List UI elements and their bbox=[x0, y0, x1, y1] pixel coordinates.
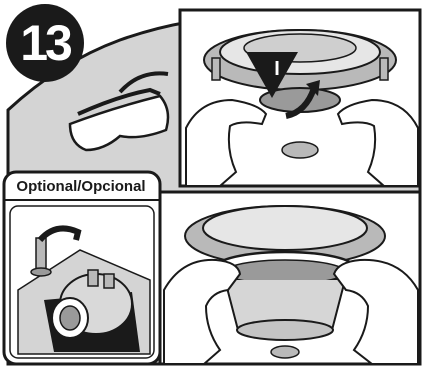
bottom-detail-panel bbox=[160, 192, 420, 364]
top-detail-panel bbox=[180, 10, 420, 186]
rotation-arrow-mark: I bbox=[270, 58, 284, 80]
optional-panel bbox=[4, 172, 160, 364]
optional-panel-label: Optional/Opcional bbox=[4, 174, 158, 200]
step-number-badge: 13 bbox=[6, 4, 84, 82]
